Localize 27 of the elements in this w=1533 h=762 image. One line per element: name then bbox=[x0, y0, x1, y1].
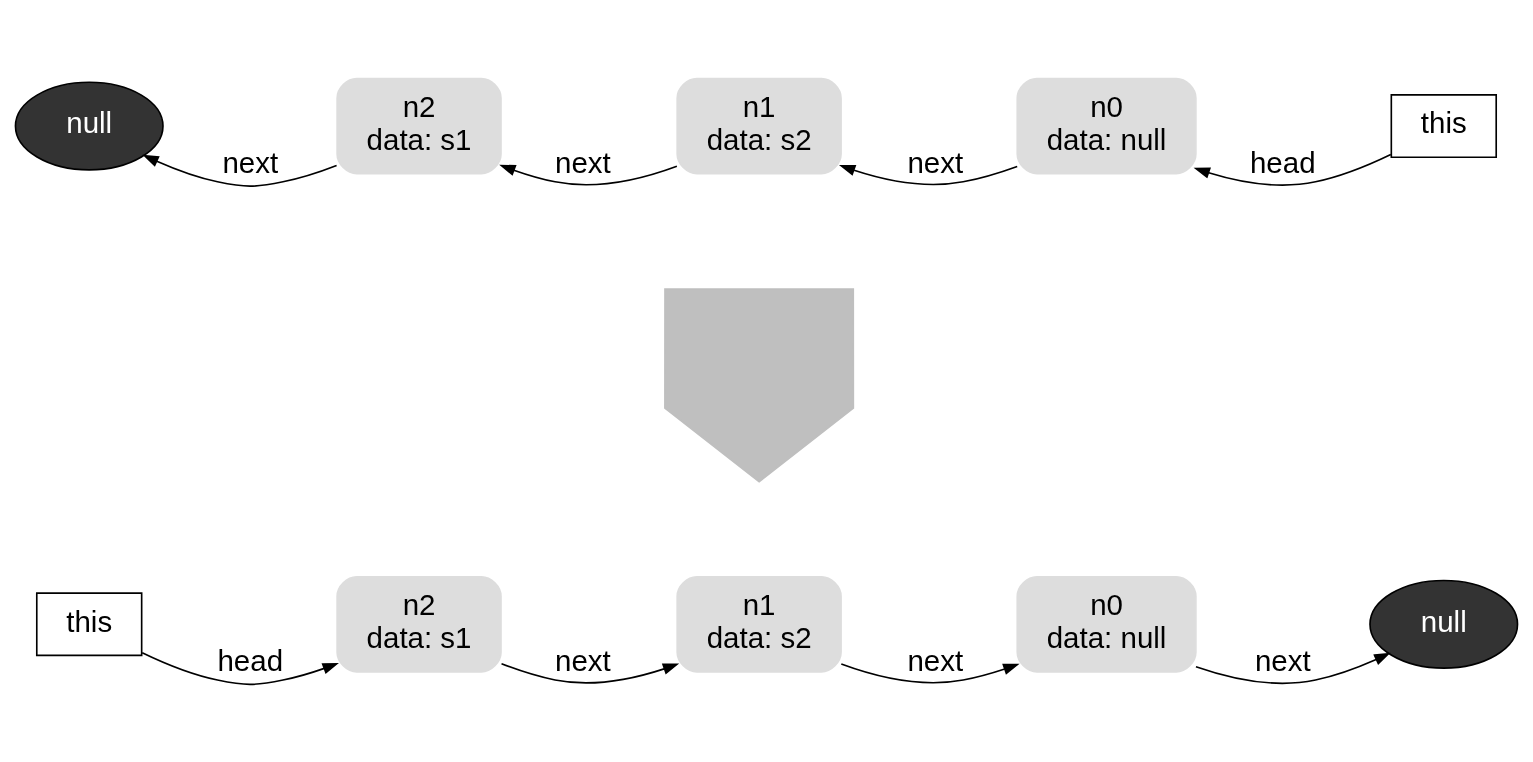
node-box: n1 data: s2 bbox=[676, 575, 842, 673]
edge-label: next bbox=[1254, 643, 1311, 677]
node-ellipse: null bbox=[14, 80, 164, 171]
edge-label: next bbox=[222, 145, 279, 179]
node-arrow bbox=[664, 287, 855, 483]
node-box: this bbox=[1390, 93, 1498, 158]
arrow bbox=[500, 662, 680, 684]
edge-label: next bbox=[907, 145, 964, 179]
arrow bbox=[141, 651, 339, 685]
edge-label: next bbox=[555, 643, 611, 677]
arrow bbox=[838, 164, 1019, 185]
edge-label: head bbox=[217, 643, 284, 677]
edge-label: head bbox=[1249, 145, 1316, 179]
arrow bbox=[1195, 652, 1391, 684]
arrow bbox=[499, 164, 678, 185]
node-box: n0 data: null bbox=[1016, 77, 1197, 174]
arrow bbox=[142, 154, 338, 187]
node-box: n2 data: s1 bbox=[336, 575, 502, 673]
arrow bbox=[840, 662, 1020, 683]
node-box: n0 data: null bbox=[1016, 575, 1197, 673]
node-box: n2 data: s1 bbox=[336, 77, 502, 174]
node-box: n1 data: s2 bbox=[676, 77, 842, 174]
arrow bbox=[1193, 153, 1392, 186]
edge-label: next bbox=[555, 145, 611, 179]
edge-label: next bbox=[907, 643, 964, 677]
node-box: this bbox=[35, 591, 143, 656]
node-ellipse: null bbox=[1369, 579, 1519, 669]
